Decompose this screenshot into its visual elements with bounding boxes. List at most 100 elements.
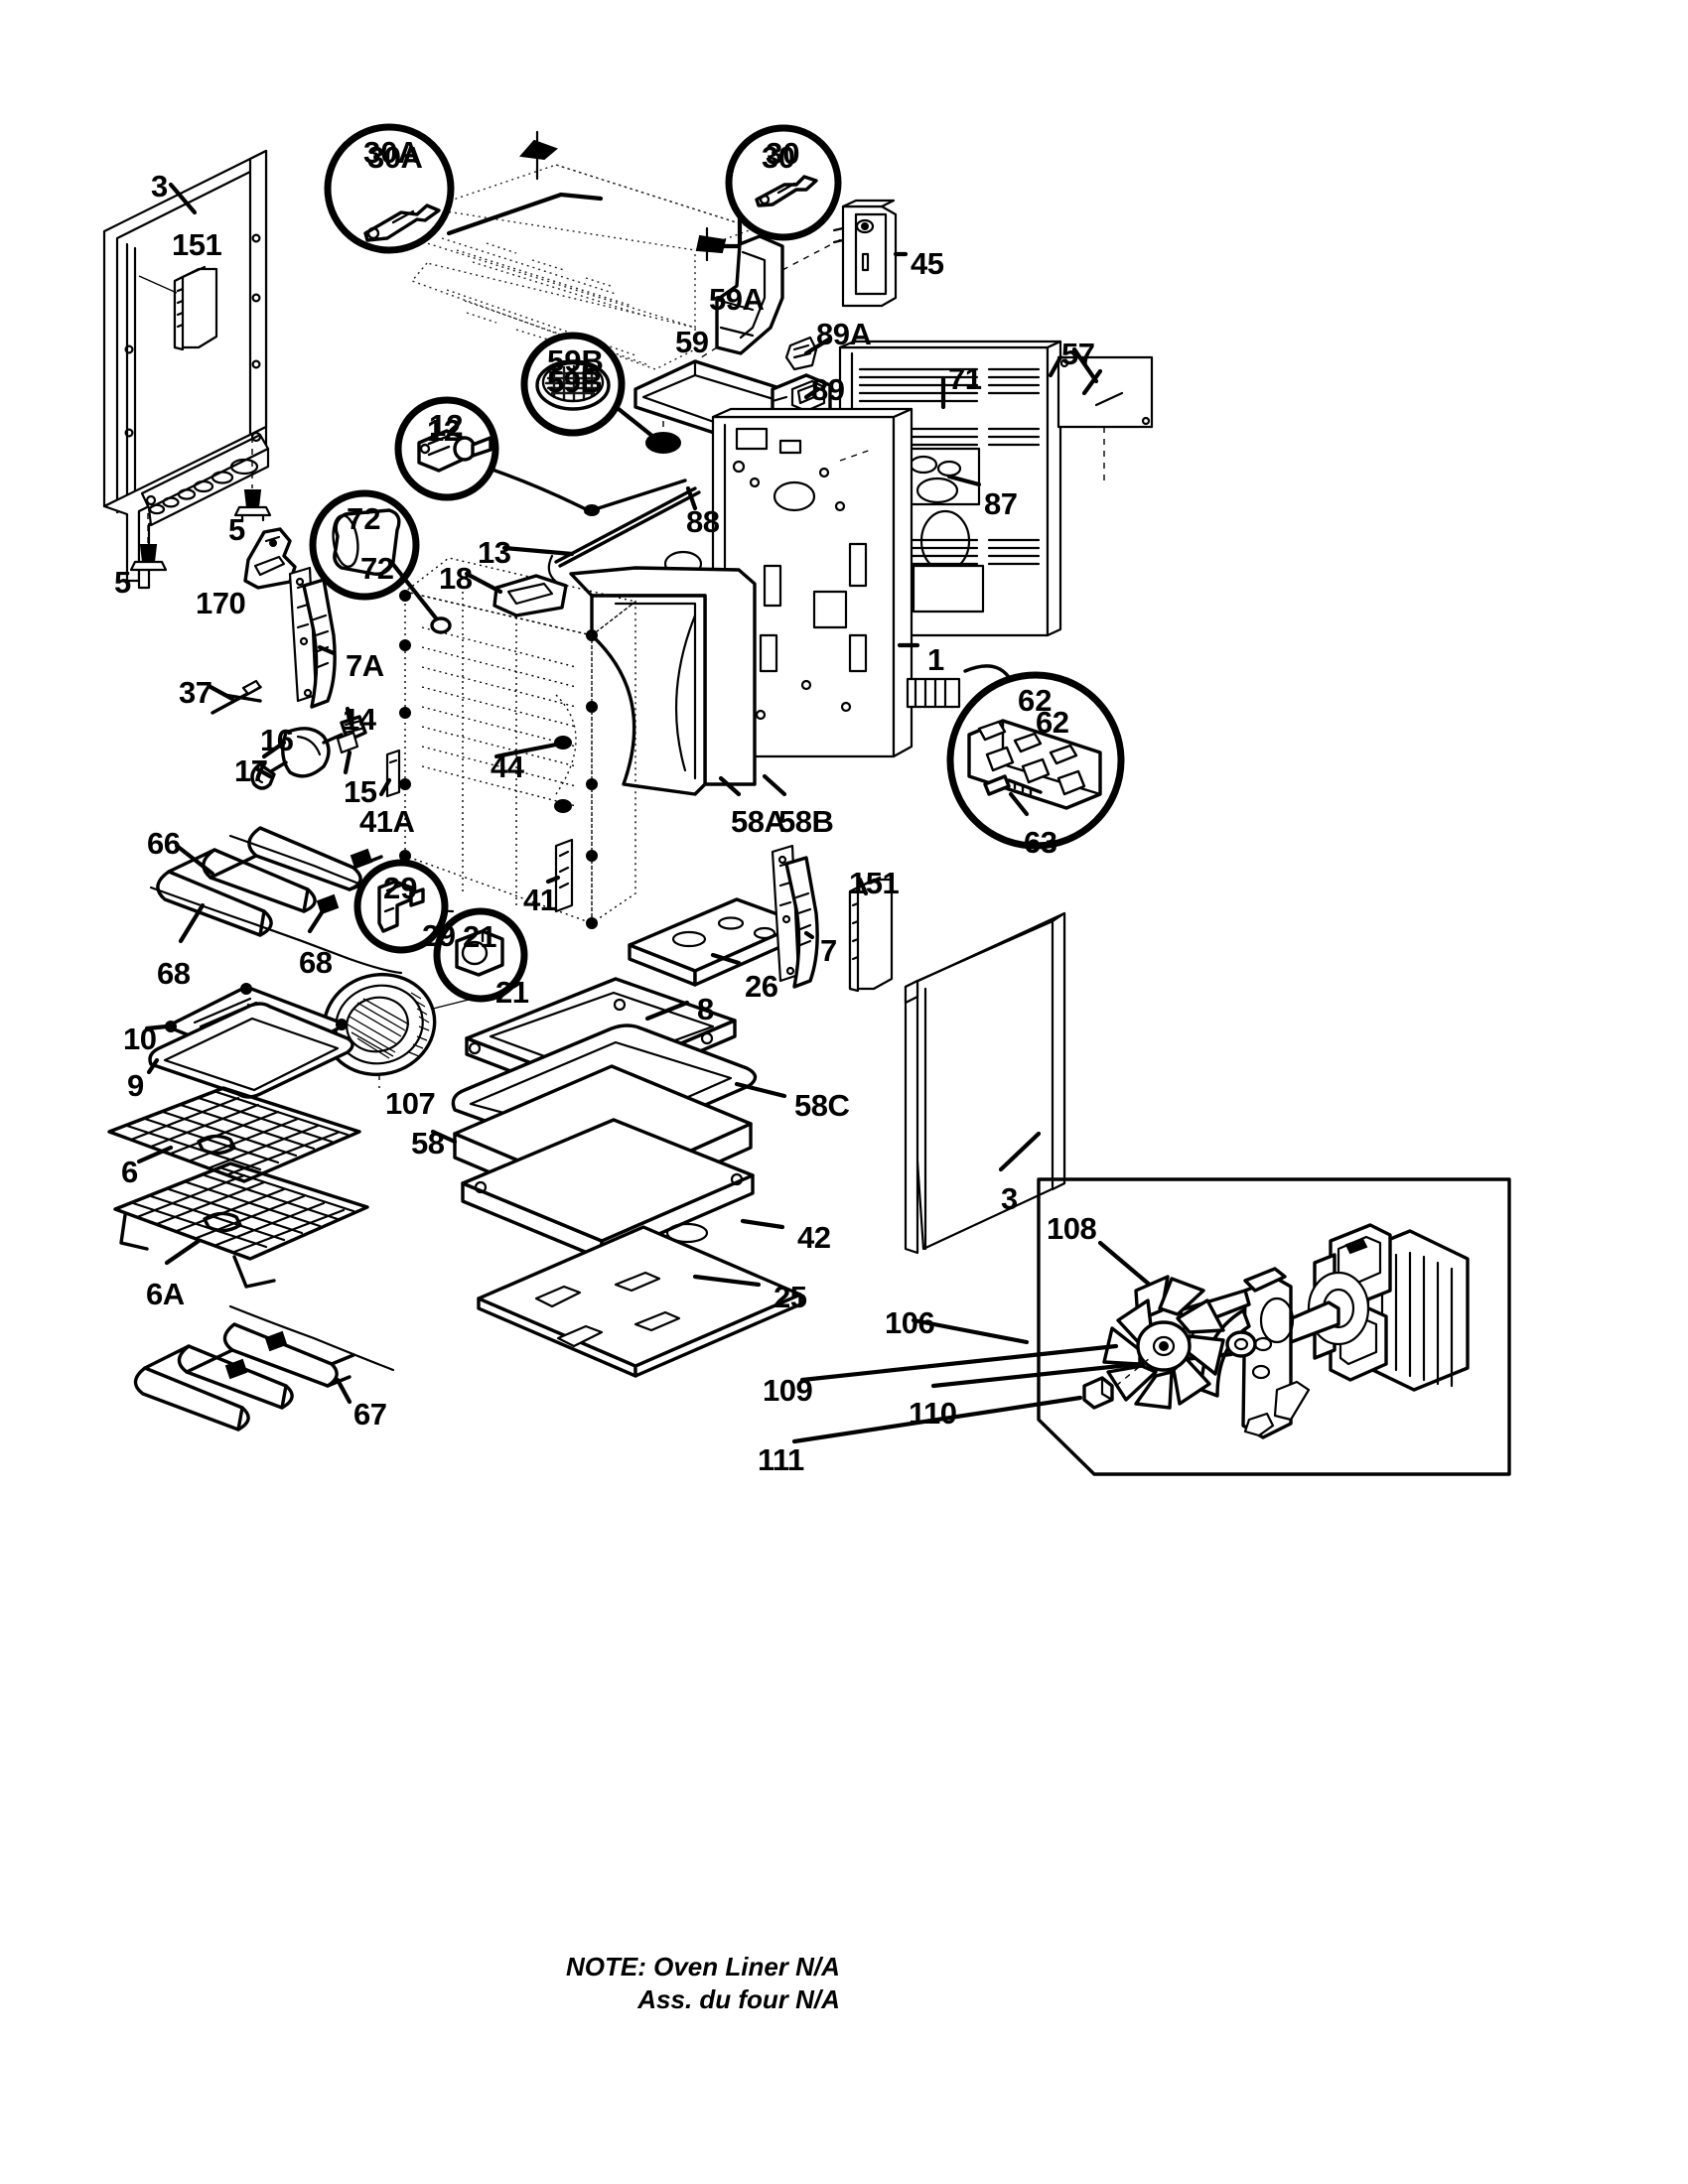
part-label-fitting-14: 14 [343, 702, 376, 737]
side-panel-left-art [102, 149, 297, 590]
part-label-chassis-frame: 1 [927, 642, 944, 677]
side-panel-right-art [904, 911, 1066, 1255]
part-label-switch-callout: 12 [427, 413, 461, 448]
callout-number-72: 72 [347, 501, 381, 536]
part-label-broiler-pan: 9 [127, 1068, 144, 1103]
part-label-washer-110: 110 [909, 1396, 957, 1431]
part-label-rod-13: 13 [478, 535, 511, 570]
part-label-bracket-left: 151 [172, 227, 222, 262]
bubble-12 [394, 396, 499, 501]
bubble-29 [353, 859, 449, 954]
part-label-junction-block: 89 [811, 372, 845, 407]
rack-guide-right-art [771, 844, 819, 989]
part-label-bake-element: 66 [147, 826, 181, 861]
part-label-grommet-callout-21: 21 [495, 975, 529, 1010]
bubble-62 [946, 671, 1125, 850]
part-label-convection-motor: 108 [1047, 1211, 1097, 1246]
part-label-leveling-leg-rear: 5 [228, 512, 245, 547]
part-label-oven-rack-lower: 6A [146, 1277, 185, 1311]
note-line-1: NOTE: Oven Liner N/A [566, 1952, 840, 1981]
motor-inset-box [791, 1177, 1511, 1476]
part-label-base-plate: 25 [774, 1280, 807, 1314]
top-frame-rails [410, 164, 758, 370]
part-label-light-housing: 45 [911, 246, 944, 281]
part-label-liner-58: 58 [411, 1126, 445, 1160]
part-label-bracket-right: 151 [849, 866, 900, 900]
callout-number-30: 30 [766, 136, 800, 171]
leader-lines [168, 182, 1103, 396]
switch-12-art [482, 465, 590, 512]
bake-element-art [149, 826, 455, 975]
chassis-frame-art [663, 407, 1026, 758]
bubble-30 [725, 124, 842, 241]
part-label-element-support-left: 68 [157, 956, 191, 991]
part-label-liner-side-a: 58A [731, 804, 786, 839]
bracket-right-art [848, 876, 894, 993]
oven-cavity-art [378, 478, 787, 929]
bubble-72 [309, 489, 452, 634]
bubble-30a [324, 123, 455, 254]
part-label-access-cover: 57 [1061, 337, 1095, 371]
spring-clip-37-art [208, 679, 262, 715]
part-label-terminal-screw: 63 [1024, 825, 1057, 860]
part-label-broiler-insert: 10 [123, 1022, 157, 1056]
rail-26-art [628, 897, 804, 987]
callout-number-12: 12 [429, 408, 464, 443]
part-label-bracket-41a: 41A [359, 804, 415, 839]
bubble-21 [433, 907, 528, 1003]
part-label-rack-guide-left: 7A [346, 648, 384, 683]
part-label-clip-17: 17 [234, 753, 268, 788]
part-label-oven-rack-upper: 6 [121, 1155, 138, 1189]
part-label-hinge-callout-30a: 30A [367, 140, 423, 175]
callout-number-21: 21 [463, 919, 497, 954]
part-label-spring-clip: 37 [179, 675, 212, 710]
diagram-note: NOTE: Oven Liner N/A Ass. du four N/A [566, 1951, 840, 2017]
part-label-convection-cover: 107 [385, 1086, 436, 1121]
part-label-vent-duct: 59 [675, 325, 709, 359]
bubble-59b [520, 332, 626, 437]
drawer-assembly-art [430, 977, 802, 1378]
callout-number-62: 62 [1018, 683, 1053, 718]
broil-element-art [133, 1304, 395, 1432]
part-label-liner-side-b: 58B [778, 804, 834, 839]
part-label-rail-26: 26 [745, 969, 778, 1004]
part-label-vent-duct-elbow: 59A [709, 282, 765, 317]
part-label-terminal-block-callout: 62 [1036, 705, 1069, 740]
part-label-nut-111: 111 [758, 1442, 804, 1477]
part-label-insulation-18: 18 [439, 561, 473, 596]
callout-number-29: 29 [383, 871, 418, 905]
part-label-fan-blade: 109 [763, 1373, 813, 1408]
part-label-drawer-pan: 8 [697, 992, 714, 1026]
part-label-rear-panel: 71 [948, 361, 982, 396]
broiler-pan-art [144, 983, 354, 1099]
part-label-side-panel-right: 3 [1001, 1181, 1018, 1216]
note-line-2: Ass. du four N/A [637, 1984, 840, 2015]
part-label-bracket-41: 41 [523, 883, 557, 917]
part-label-bottom-panel: 42 [797, 1220, 831, 1255]
part-label-clip-callout-29: 29 [422, 918, 456, 953]
part-label-motor-bracket: 106 [885, 1305, 935, 1340]
callout-number-59B: 59B [547, 343, 604, 378]
part-label-nut-15: 15 [344, 774, 377, 809]
part-label-side-panel-left: 3 [151, 169, 168, 204]
part-label-liner-bottom-c: 58C [794, 1088, 850, 1123]
part-label-wire-harness: 88 [686, 504, 720, 539]
part-label-bulb-16: 16 [260, 723, 294, 757]
callout-number-30A: 30A [363, 135, 420, 170]
part-label-hinge-callout-30: 30 [762, 140, 795, 175]
oven-racks-art [107, 1086, 369, 1289]
bulb-assembly-art [250, 706, 367, 790]
part-label-element-support-right: 68 [299, 945, 333, 980]
part-label-anti-tip-bracket: 170 [196, 586, 246, 620]
part-label-screw-44: 44 [491, 750, 524, 784]
rack-guide-left-art [288, 566, 337, 709]
part-label-clip-89a: 89A [816, 317, 872, 351]
part-label-leveling-leg-front: 5 [114, 565, 131, 600]
part-label-terminal-cover: 87 [984, 486, 1018, 521]
part-label-roller-callout: 72 [360, 551, 394, 586]
part-label-rack-guide-right: 7 [820, 933, 837, 968]
part-label-broil-element: 67 [353, 1397, 387, 1432]
